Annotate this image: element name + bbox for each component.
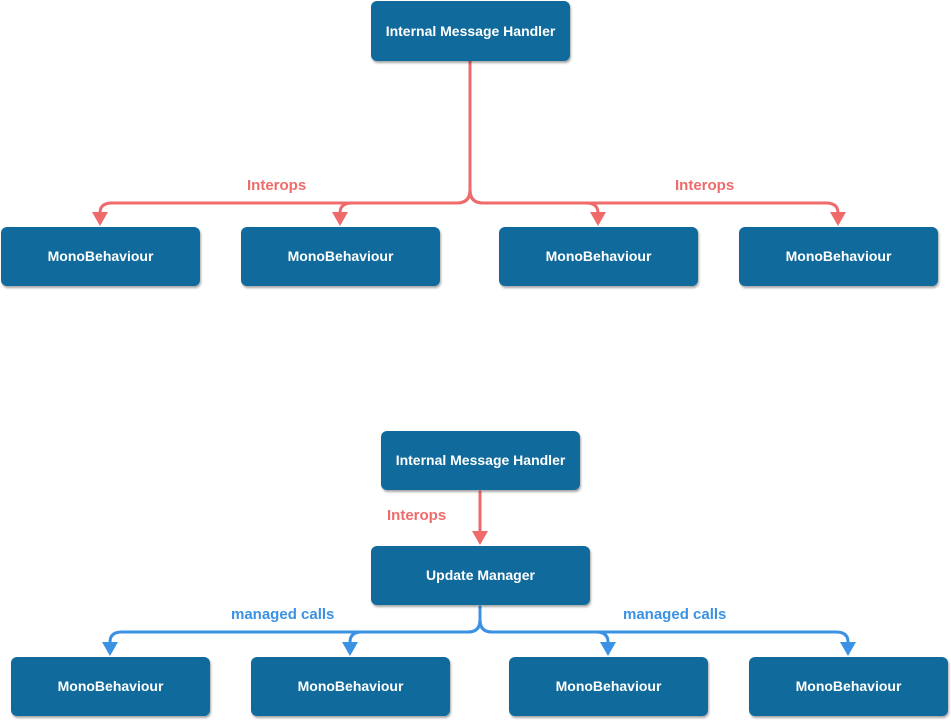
node-label: MonoBehaviour — [47, 248, 154, 264]
top-monobehaviour-node-2: MonoBehaviour — [241, 227, 440, 286]
node-label: MonoBehaviour — [545, 248, 652, 264]
top-edge-label-right: Interops — [675, 177, 735, 194]
node-label: Internal Message Handler — [395, 452, 566, 468]
top-monobehaviour-node-4: MonoBehaviour — [739, 227, 938, 286]
top-arrowheads — [92, 212, 846, 226]
top-interop-edges — [98, 60, 840, 220]
update-manager-node: Update Manager — [371, 546, 590, 605]
arrowhead-icon — [830, 212, 846, 226]
bottom-monobehaviour-node-3: MonoBehaviour — [509, 657, 708, 716]
bottom-monobehaviour-node-1: MonoBehaviour — [11, 657, 210, 716]
bottom-internal-message-handler-node: Internal Message Handler — [381, 431, 580, 490]
arrowhead-icon — [590, 212, 606, 226]
arrowhead-icon — [332, 212, 348, 226]
bottom-edge-to-child-4 — [478, 618, 850, 649]
node-label: MonoBehaviour — [287, 248, 394, 264]
node-label: MonoBehaviour — [57, 678, 164, 694]
arrowhead-icon — [600, 642, 616, 656]
arrowhead-icon — [92, 212, 108, 226]
node-label: MonoBehaviour — [795, 678, 902, 694]
bottom-managed-edges — [108, 605, 850, 649]
bottom-edge-label-right: managed calls — [623, 606, 727, 623]
top-edge-to-child-4 — [468, 188, 840, 220]
top-edge-label-left: Interops — [247, 177, 307, 194]
node-label: Internal Message Handler — [385, 22, 556, 39]
arrowhead-icon — [102, 642, 118, 656]
node-label: Update Manager — [426, 567, 535, 583]
top-monobehaviour-node-3: MonoBehaviour — [499, 227, 698, 286]
bottom-edge-label-left: managed calls — [231, 606, 335, 623]
arrowhead-icon — [342, 642, 358, 656]
node-label: MonoBehaviour — [555, 678, 662, 694]
top-internal-message-handler-node: Internal Message Handler — [371, 1, 570, 61]
arrowhead-icon — [472, 531, 488, 545]
bottom-monobehaviour-node-2: MonoBehaviour — [251, 657, 450, 716]
node-label: MonoBehaviour — [785, 248, 892, 264]
top-monobehaviour-node-1: MonoBehaviour — [1, 227, 200, 286]
arrowhead-icon — [840, 642, 856, 656]
top-edge-to-child-2 — [338, 188, 472, 220]
bottom-interop-edge-label: Interops — [387, 507, 447, 524]
bottom-arrowheads — [102, 642, 856, 656]
bottom-edge-to-child-2 — [348, 618, 482, 649]
bottom-monobehaviour-node-4: MonoBehaviour — [749, 657, 948, 716]
node-label: MonoBehaviour — [297, 678, 404, 694]
